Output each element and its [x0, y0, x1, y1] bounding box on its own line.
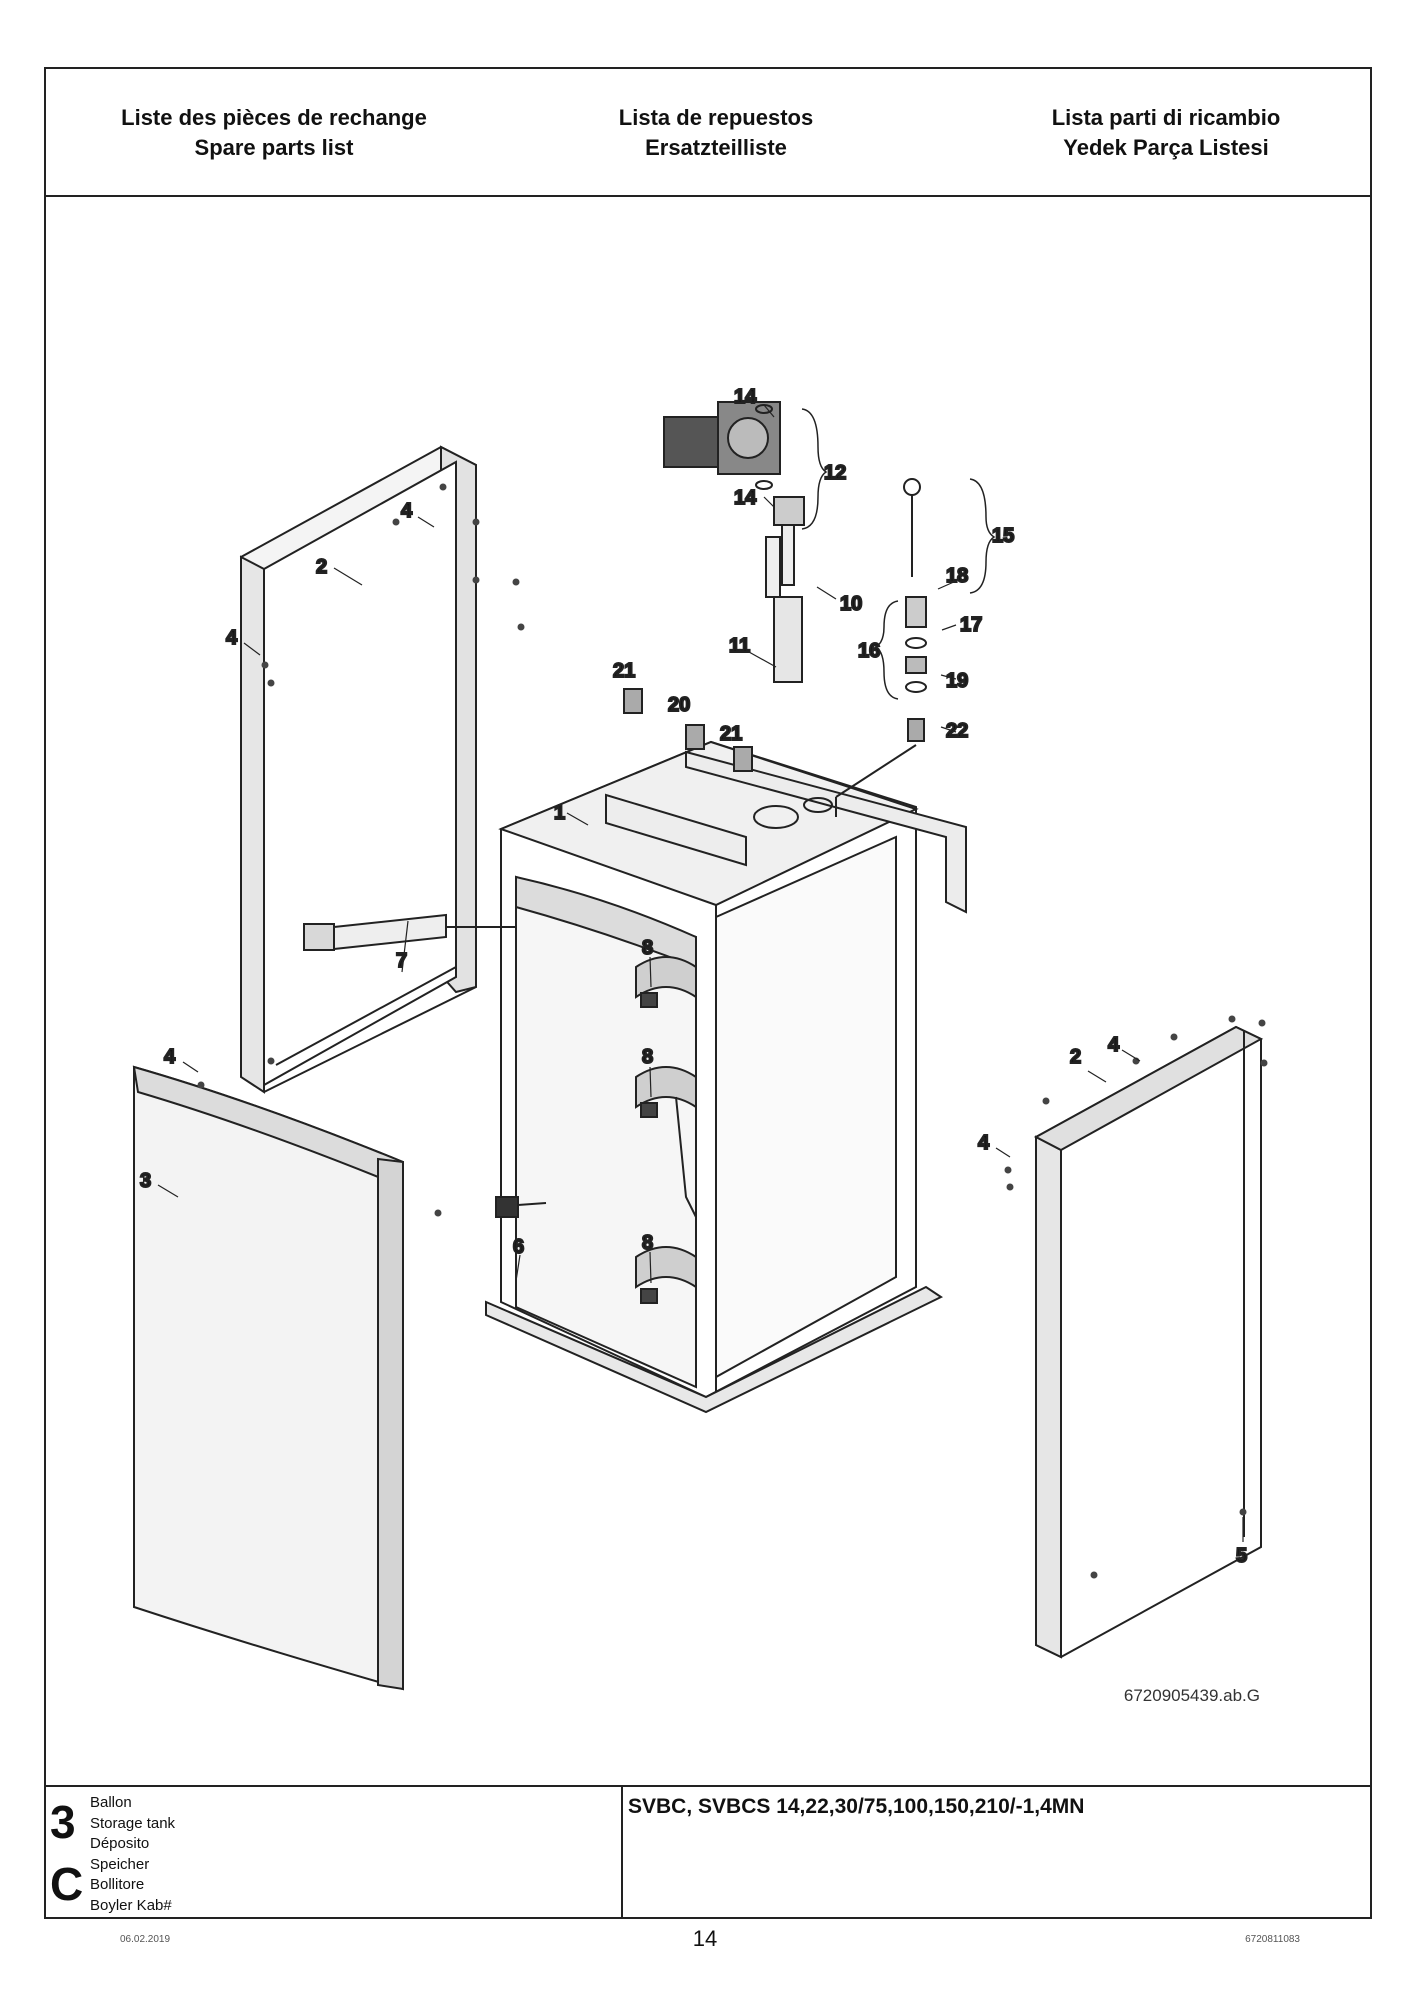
leader-lines — [157, 404, 1244, 1542]
callout-21-a: 21 — [613, 660, 635, 682]
pipe-brackets — [623, 688, 753, 772]
footer-divider — [621, 1787, 623, 1919]
header-title-fr: Liste des pièces de rechange — [121, 105, 427, 130]
drain-valve — [495, 1196, 547, 1218]
page-frame: Liste des pièces de rechange Spare parts… — [44, 67, 1372, 1919]
name-fr: Ballon — [90, 1794, 132, 1811]
page-date: 06.02.2019 — [120, 1934, 171, 1945]
page-number: 14 — [692, 1926, 718, 1951]
model-designation: SVBC, SVBCS 14,22,30/75,100,150,210/-1,4… — [628, 1795, 1085, 1818]
section-letter: C — [50, 1858, 84, 1910]
document-code: 6720811083 — [1245, 1934, 1300, 1945]
callout-12: 12 — [824, 462, 846, 484]
header-spanish-german: Lista de repuestos Ersatzteilliste — [506, 103, 926, 163]
callout-21-b: 21 — [720, 723, 742, 745]
footer: 3 C Ballon Storage tank Déposito Speiche… — [46, 1785, 1370, 1919]
right-side-panel — [1033, 1025, 1264, 1659]
exploded-view-drawing: 1 2 2 3 4 4 4 4 4 5 6 7 8 8 8 10 11 12 1… — [46, 197, 1370, 1777]
callout-15: 15 — [992, 525, 1014, 547]
callout-3: 3 — [140, 1170, 151, 1192]
group-braces — [801, 408, 996, 700]
header: Liste des pièces de rechange Spare parts… — [46, 69, 1370, 197]
component-names: Ballon Storage tank Déposito Speicher Bo… — [90, 1793, 175, 1916]
callout-6: 6 — [513, 1236, 524, 1258]
callout-16: 16 — [858, 640, 880, 662]
connection-pipe — [303, 913, 516, 951]
header-title-it: Lista parti di ricambio — [1051, 105, 1281, 130]
section-number: 3 — [50, 1796, 76, 1848]
callout-19: 19 — [946, 670, 968, 692]
screws — [197, 483, 1268, 1579]
callout-14-bottom: 14 — [734, 487, 757, 509]
callout-7: 7 — [396, 950, 407, 972]
anode-and-sensor — [765, 496, 805, 683]
front-door-panel — [132, 1065, 404, 1691]
callout-5: 5 — [1236, 1545, 1247, 1567]
drawing-reference: 6720905439.ab.G — [1123, 1686, 1260, 1705]
name-tr: Boyler Kab# — [90, 1896, 172, 1914]
callout-18: 18 — [946, 565, 968, 587]
header-title-de: Ersatzteilliste — [645, 135, 787, 160]
sensor-clips — [640, 992, 658, 1304]
header-french-english: Liste des pièces de rechange Spare parts… — [64, 103, 484, 163]
callout-1: 1 — [554, 802, 565, 824]
callout-4-a: 4 — [401, 500, 413, 522]
header-title-en: Spare parts list — [194, 135, 354, 160]
callout-17: 17 — [960, 614, 982, 636]
callout-2-right: 2 — [1070, 1046, 1081, 1068]
name-en: Storage tank — [90, 1814, 176, 1832]
left-side-panel — [239, 445, 477, 1094]
storage-tank-body — [485, 740, 967, 1414]
name-de: Speicher — [90, 1855, 150, 1873]
name-es: Déposito — [90, 1835, 150, 1852]
exploded-view-svg: 1 2 2 3 4 4 4 4 4 5 6 7 8 8 8 10 11 12 1… — [132, 385, 1268, 1691]
callout-2-left: 2 — [316, 556, 327, 578]
header-title-es: Lista de repuestos — [618, 105, 814, 130]
callout-14-top: 14 — [734, 386, 757, 408]
callout-4-c: 4 — [164, 1046, 176, 1068]
callout-8-b: 8 — [642, 1046, 653, 1068]
callout-8-a: 8 — [642, 937, 653, 959]
callout-8-c: 8 — [642, 1232, 653, 1254]
header-title-tr: Yedek Parça Listesi — [1063, 135, 1269, 160]
circulation-pump — [663, 401, 781, 490]
header-italian-turkish: Lista parti di ricambio Yedek Parça List… — [956, 103, 1376, 163]
callout-4-b: 4 — [226, 627, 238, 649]
valve-assembly — [835, 478, 927, 817]
callout-20: 20 — [668, 694, 690, 716]
callout-22: 22 — [946, 720, 968, 742]
callout-10: 10 — [840, 593, 862, 615]
name-it: Bollitore — [90, 1876, 145, 1893]
callout-4-d: 4 — [1108, 1034, 1120, 1056]
callout-11: 11 — [729, 635, 750, 657]
callout-4-e: 4 — [978, 1132, 990, 1154]
